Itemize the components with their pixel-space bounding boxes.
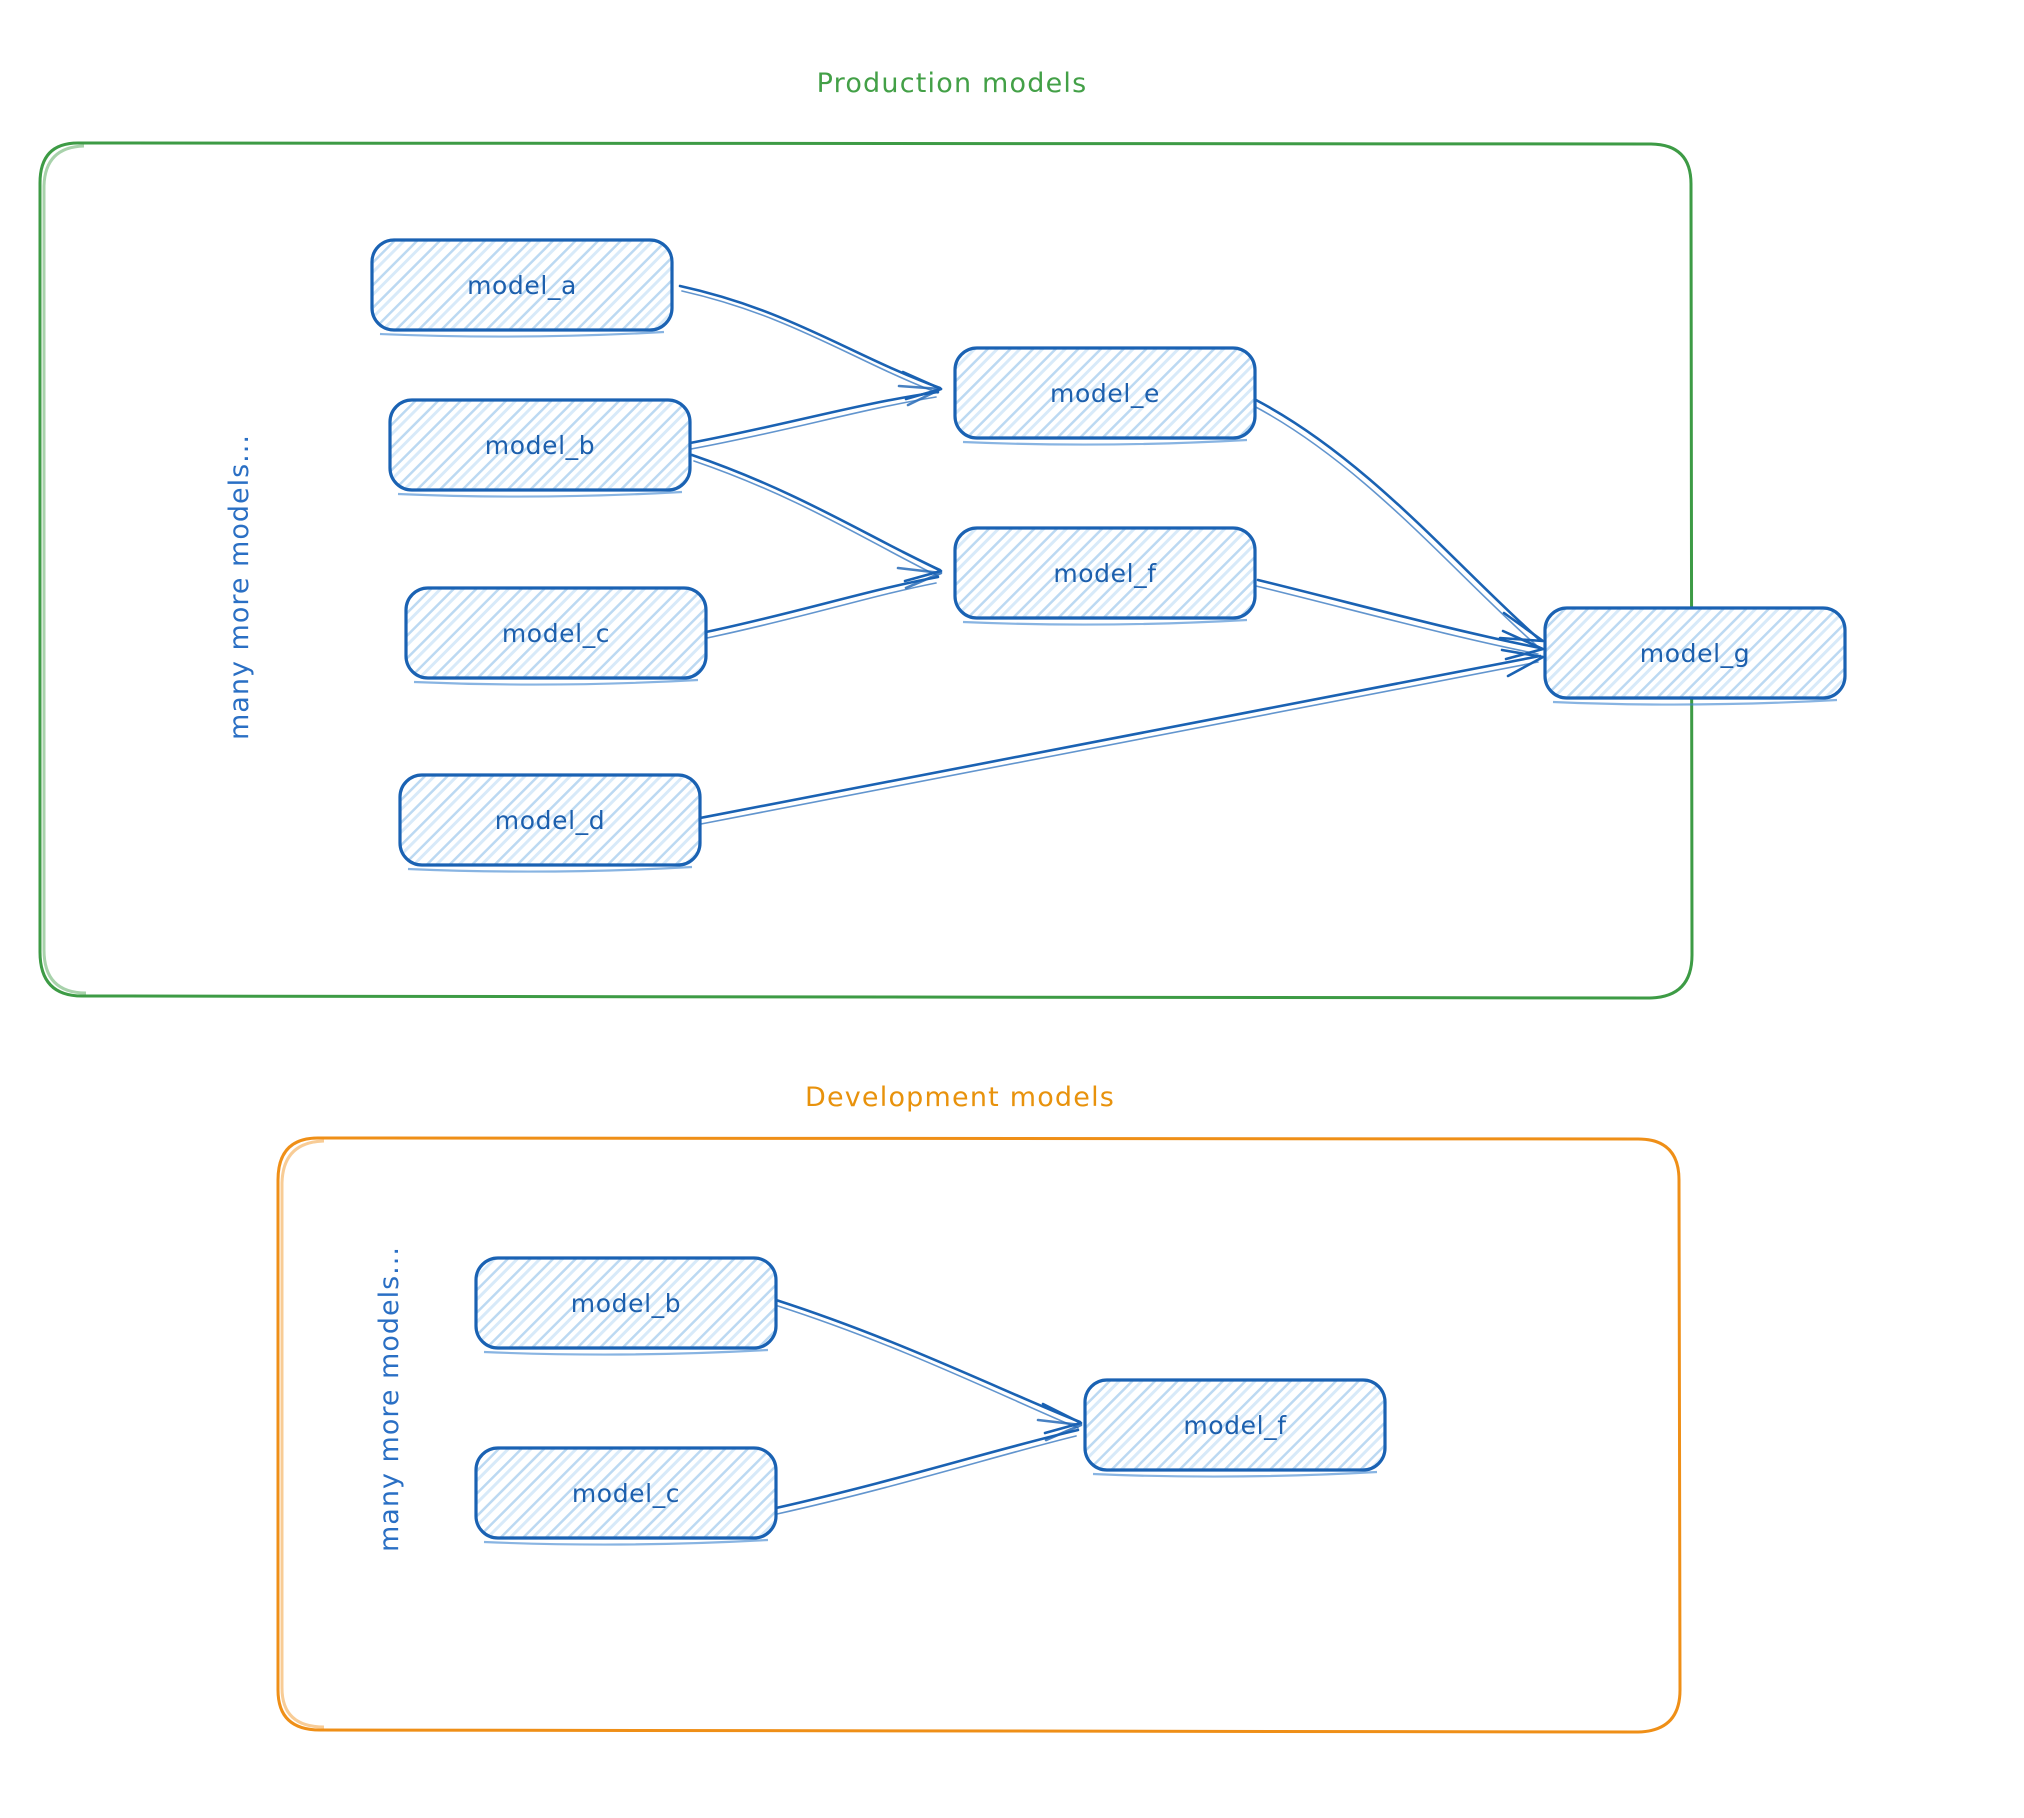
edge-model_f-model_g	[1255, 578, 1545, 661]
node-label-model_c: model_c	[502, 619, 610, 648]
group-border-development-sketch	[280, 1139, 325, 1729]
group-production: Production models many more models...	[38, 68, 1847, 1000]
edge-model_b-model_f	[690, 453, 943, 590]
edge-dev-model_c-model_f	[774, 1428, 1080, 1515]
node-dev-model_c[interactable]: model_c	[474, 1446, 778, 1546]
group-title-development: Development models	[805, 1082, 1115, 1113]
group-border-production-sketch	[42, 144, 87, 995]
node-model_e[interactable]: model_e	[953, 346, 1257, 446]
group-border-development	[276, 1136, 1682, 1734]
node-model_d[interactable]: model_d	[398, 773, 702, 873]
node-label-model_g: model_g	[1640, 639, 1750, 668]
node-label-model_b: model_b	[485, 431, 595, 460]
group-title-production: Production models	[817, 68, 1088, 99]
edge-dev-model_b-model_f	[774, 1298, 1083, 1442]
node-label-dev-model_c: model_c	[572, 1479, 680, 1508]
edge-model_c-model_f	[704, 575, 940, 639]
edge-model_a-model_e	[678, 284, 943, 407]
node-model_b[interactable]: model_b	[388, 398, 692, 498]
node-model_g[interactable]: model_g	[1543, 606, 1847, 706]
node-label-model_d: model_d	[495, 806, 605, 835]
edge-model_e-model_g	[1251, 398, 1545, 646]
node-label-dev-model_b: model_b	[571, 1289, 681, 1318]
edge-model_b-model_e	[688, 390, 940, 450]
node-label-model_a: model_a	[467, 271, 577, 300]
node-dev-model_b[interactable]: model_b	[474, 1256, 778, 1356]
node-model_a[interactable]: model_a	[370, 238, 674, 338]
node-label-model_e: model_e	[1050, 379, 1160, 408]
group-border-production	[38, 141, 1694, 1000]
node-label-dev-model_f: model_f	[1183, 1411, 1287, 1440]
node-model_f[interactable]: model_f	[953, 526, 1257, 626]
edges-production	[678, 284, 1545, 825]
node-label-model_f: model_f	[1053, 559, 1157, 588]
node-model_c[interactable]: model_c	[404, 586, 708, 686]
edge-model_d-model_g	[698, 648, 1545, 825]
edges-development	[774, 1298, 1083, 1515]
side-note-development: many more models...	[374, 1246, 405, 1552]
group-development: Development models many more models...	[276, 1082, 1682, 1734]
node-dev-model_f[interactable]: model_f	[1083, 1378, 1387, 1478]
side-note-production: many more models...	[224, 434, 255, 740]
